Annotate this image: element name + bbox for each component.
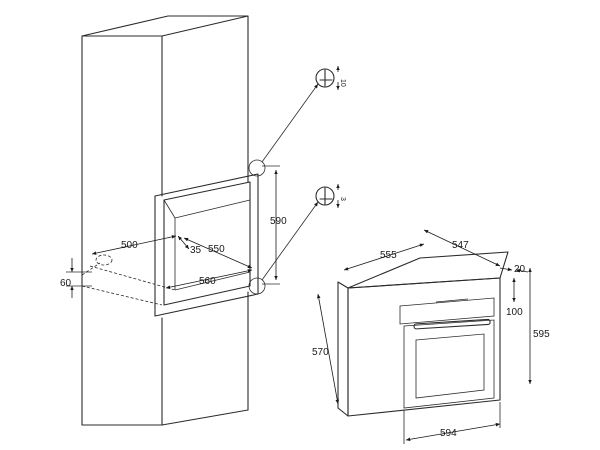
cabinet-top-face [81, 15, 249, 37]
detail-marker-bottom [248, 277, 266, 295]
dim-590: 590 [270, 216, 287, 227]
cabinet-dimension-lines [66, 165, 280, 298]
dim-570: 570 [312, 347, 329, 358]
dim-555: 555 [380, 250, 397, 261]
dim-500: 500 [121, 240, 138, 251]
oven-window [415, 333, 485, 399]
dim-560: 560 [199, 276, 216, 287]
oven-front [347, 277, 501, 417]
oven-side [337, 281, 349, 417]
dim-35: 35 [190, 245, 202, 256]
oven-dimension-lines [316, 229, 532, 444]
dim-100: 100 [506, 307, 523, 318]
dim-20: 20 [514, 264, 526, 275]
dim-595: 595 [533, 329, 550, 340]
detail-bottom-icon [315, 184, 340, 208]
oven-top [347, 251, 509, 289]
tall-cabinet [81, 15, 259, 426]
built-in-oven [337, 251, 509, 417]
dim-550: 550 [208, 244, 225, 255]
detail-marker-top [248, 159, 266, 177]
dim-594: 594 [440, 428, 457, 439]
dim-bottom-gap: 3 [339, 197, 346, 201]
oven-door [403, 319, 495, 409]
control-panel [399, 297, 495, 325]
niche-front-frame [154, 173, 259, 317]
detail-top-icon [315, 66, 340, 90]
dim-60: 60 [60, 278, 72, 289]
dim-547: 547 [452, 240, 469, 251]
dim-top-gap: 10 [339, 79, 346, 87]
oven-handle [413, 318, 491, 330]
